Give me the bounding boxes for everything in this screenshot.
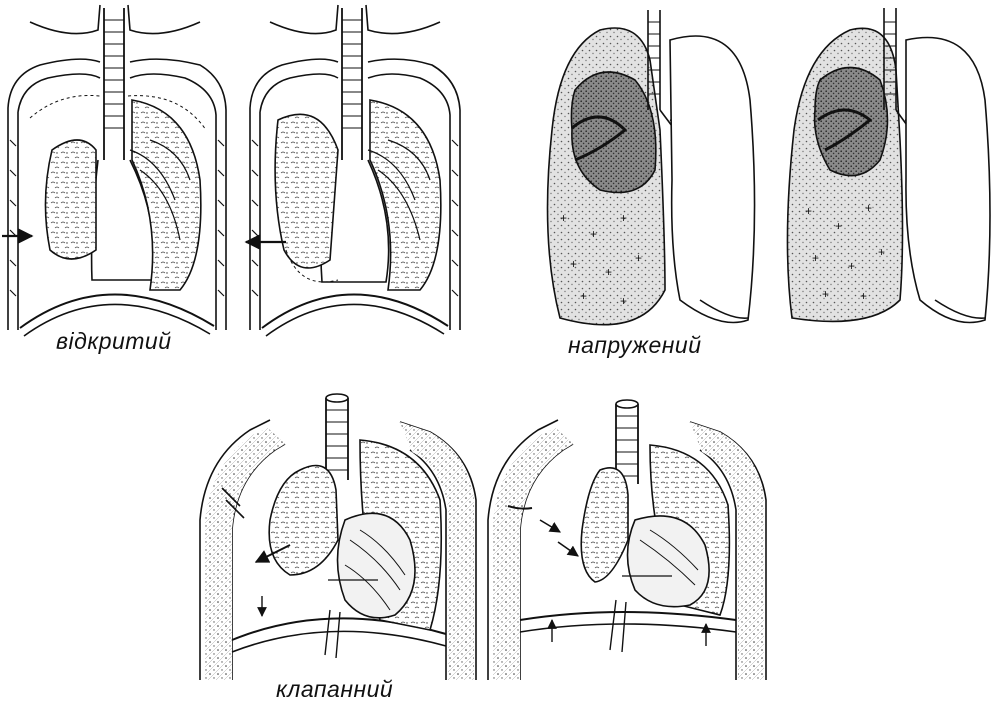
open-pneumothorax-panel-1 (7, 4, 227, 337)
caption-tension-pneumothorax: напружений (568, 332, 702, 358)
pressure-marks-2: +++ +++ ++ (805, 201, 888, 303)
collapse-arrow-3 (254, 544, 291, 563)
open-pneumothorax-panel-2 (249, 4, 461, 337)
caption-open-pneumothorax: відкритий (56, 328, 172, 354)
tension-pneumothorax-panel-2 (786, 8, 991, 324)
valve-pneumothorax-panel-2 (487, 399, 767, 680)
pressure-marks-1: +++ +++ ++ (560, 211, 645, 308)
tension-pneumothorax-panel-1 (546, 10, 756, 326)
caption-valve-pneumothorax: клапанний (276, 676, 394, 702)
wall-arrow-6a (539, 519, 561, 533)
valve-pneumothorax-panel-1 (199, 393, 477, 680)
wall-arrow-6b (557, 541, 579, 557)
